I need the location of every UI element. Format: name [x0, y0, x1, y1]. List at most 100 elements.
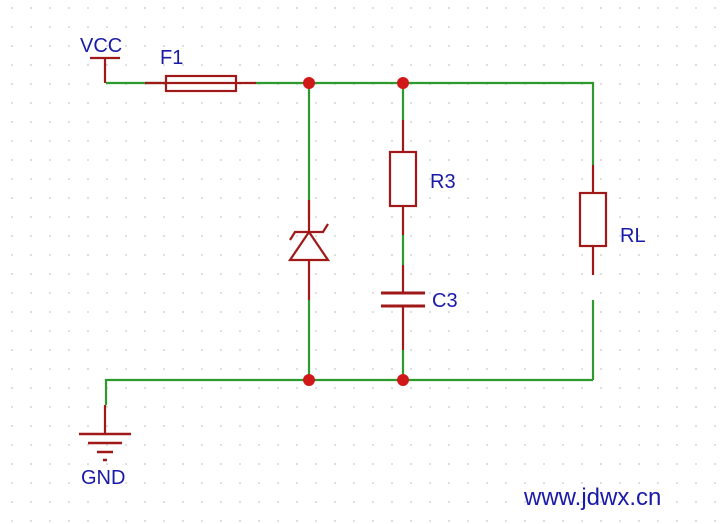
grid-dot — [201, 178, 203, 180]
grid-dot — [562, 64, 564, 66]
grid-dot — [353, 26, 355, 28]
grid-dot — [106, 349, 108, 351]
grid-dot — [87, 406, 89, 408]
grid-dot — [163, 159, 165, 161]
grid-dot — [448, 273, 450, 275]
grid-dot — [353, 64, 355, 66]
grid-dot — [600, 368, 602, 370]
r3-label: R3 — [430, 171, 456, 193]
grid-dot — [562, 121, 564, 123]
grid-dot — [600, 7, 602, 9]
grid-dot — [353, 159, 355, 161]
grid-dot — [372, 520, 374, 522]
grid-dot — [657, 463, 659, 465]
grid-dot — [125, 501, 127, 503]
grid-dot — [68, 235, 70, 237]
grid-dot — [239, 197, 241, 199]
grid-dot — [657, 254, 659, 256]
grid-dot — [220, 140, 222, 142]
grid-dot — [676, 121, 678, 123]
grid-dot — [486, 140, 488, 142]
grid-dot — [429, 45, 431, 47]
grid-dot — [505, 311, 507, 313]
grid-dot — [657, 349, 659, 351]
grid-dot — [353, 368, 355, 370]
grid-dot — [220, 216, 222, 218]
grid-dot — [372, 330, 374, 332]
grid-dot — [125, 425, 127, 427]
grid-dot — [657, 197, 659, 199]
grid-dot — [372, 444, 374, 446]
grid-dot — [144, 330, 146, 332]
grid-dot — [296, 406, 298, 408]
grid-dot — [695, 45, 697, 47]
grid-dot — [695, 197, 697, 199]
grid-dot — [448, 292, 450, 294]
grid-dot — [125, 216, 127, 218]
grid-dot — [429, 7, 431, 9]
grid-dot — [448, 159, 450, 161]
grid-dot — [201, 330, 203, 332]
grid-dot — [68, 216, 70, 218]
grid-dot — [87, 444, 89, 446]
grid-dot — [258, 45, 260, 47]
grid-dot — [11, 254, 13, 256]
grid-dot — [714, 216, 716, 218]
grid-dot — [448, 463, 450, 465]
grid-dot — [239, 121, 241, 123]
grid-dot — [334, 102, 336, 104]
grid-dot — [144, 121, 146, 123]
grid-dot — [714, 463, 716, 465]
grid-dot — [49, 273, 51, 275]
grid-dot — [448, 368, 450, 370]
grid-dot — [657, 83, 659, 85]
grid-dot — [201, 520, 203, 522]
grid-dot — [543, 121, 545, 123]
grid-dot — [11, 387, 13, 389]
grid-dot — [657, 102, 659, 104]
grid-dot — [201, 216, 203, 218]
grid-dot — [657, 406, 659, 408]
grid-dot — [296, 140, 298, 142]
grid-dot — [11, 444, 13, 446]
grid-dot — [277, 482, 279, 484]
grid-dot — [562, 273, 564, 275]
grid-dot — [391, 406, 393, 408]
grid-dot — [410, 235, 412, 237]
grid-dot — [239, 26, 241, 28]
grid-dot — [296, 482, 298, 484]
grid-dot — [68, 349, 70, 351]
grid-dot — [68, 64, 70, 66]
grid-dot — [524, 254, 526, 256]
grid-dot — [429, 254, 431, 256]
grid-dot — [353, 501, 355, 503]
grid-dot — [524, 216, 526, 218]
grid-dot — [486, 406, 488, 408]
grid-dot — [391, 7, 393, 9]
grid-dot — [296, 292, 298, 294]
grid-dot — [68, 121, 70, 123]
grid-dot — [182, 349, 184, 351]
grid-dot — [258, 501, 260, 503]
grid-dot — [505, 235, 507, 237]
grid-dot — [125, 463, 127, 465]
grid-dot — [87, 482, 89, 484]
grid-dot — [714, 425, 716, 427]
grid-dot — [182, 273, 184, 275]
grid-dot — [68, 311, 70, 313]
grid-dot — [524, 349, 526, 351]
grid-dot — [600, 83, 602, 85]
grid-dot — [524, 7, 526, 9]
grid-dot — [106, 330, 108, 332]
grid-dot — [600, 520, 602, 522]
grid-dot — [315, 102, 317, 104]
grid-dot — [220, 520, 222, 522]
grid-dot — [334, 482, 336, 484]
grid-dot — [201, 159, 203, 161]
grid-dot — [353, 254, 355, 256]
grid-dot — [163, 273, 165, 275]
grid-dot — [182, 463, 184, 465]
grid-dot — [391, 102, 393, 104]
grid-dot — [619, 292, 621, 294]
grid-dot — [638, 425, 640, 427]
